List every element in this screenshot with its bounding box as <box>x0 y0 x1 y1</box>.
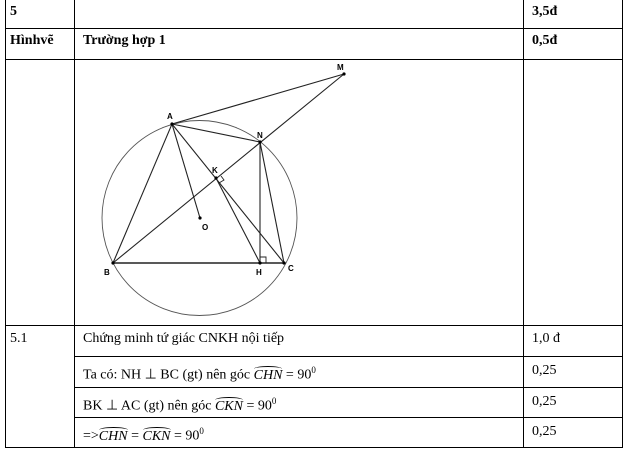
label-n: N <box>257 131 263 140</box>
label-a: A <box>167 112 173 121</box>
answer-table: 5 3,5đ Hìnhvẽ Trường hợp 1 0,5đ <box>5 0 623 448</box>
figure-score: 0,5đ <box>523 28 623 60</box>
section-number: 5.1 <box>5 325 75 448</box>
section-score: 1,0 đ <box>523 325 623 357</box>
question-number: 5 <box>5 0 75 29</box>
geometry-figure: A M N K O B H C <box>101 63 346 316</box>
step-2-score: 0,25 <box>523 387 623 418</box>
table-row: 5.1 Chứng minh tứ giác CNKH nội tiếp 1,0… <box>5 325 623 448</box>
step-1-score: 0,25 <box>523 356 623 388</box>
right-angle-k <box>218 175 225 184</box>
label-o: O <box>202 223 208 232</box>
angle-chn: CHN <box>98 426 128 444</box>
step-3: =>CHN = CKN = 900 <box>74 417 524 448</box>
table-row: =>CHN = CKN = 900 0,25 <box>6 417 623 448</box>
table-row: Ta có: NH ⊥ BC (gt) nên góc CHN = 900 0,… <box>6 356 623 388</box>
circle-o <box>101 120 298 316</box>
question-score: 3,5đ <box>523 0 623 29</box>
label-b: B <box>104 268 110 277</box>
step-2: BK ⊥ AC (gt) nên góc CKN = 900 <box>74 387 524 418</box>
right-angle-h <box>260 256 267 263</box>
label-k: K <box>212 166 218 175</box>
angle-ckn: CKN <box>214 396 243 414</box>
step-3-score: 0,25 <box>523 417 623 448</box>
label-c: C <box>288 264 294 273</box>
table-row: Hìnhvẽ Trường hợp 1 0,5đ <box>5 28 623 60</box>
figure-cell: A M N K O B H C <box>74 59 524 326</box>
label-m: M <box>337 63 344 72</box>
question-content <box>74 0 524 29</box>
section-title: Chứng minh tứ giác CNKH nội tiếp <box>74 325 524 357</box>
case-title: Trường hợp 1 <box>74 28 524 60</box>
table-row: BK ⊥ AC (gt) nên góc CKN = 900 0,25 <box>6 387 623 418</box>
angle-chn: CHN <box>253 365 283 383</box>
step-1: Ta có: NH ⊥ BC (gt) nên góc CHN = 900 <box>74 356 524 388</box>
angle-ckn: CKN <box>142 426 171 444</box>
table-row: 5 3,5đ <box>5 0 623 29</box>
label-h: H <box>256 268 262 277</box>
figure-label: Hìnhvẽ <box>5 28 75 60</box>
table-row: A M N K O B H C <box>5 59 623 326</box>
